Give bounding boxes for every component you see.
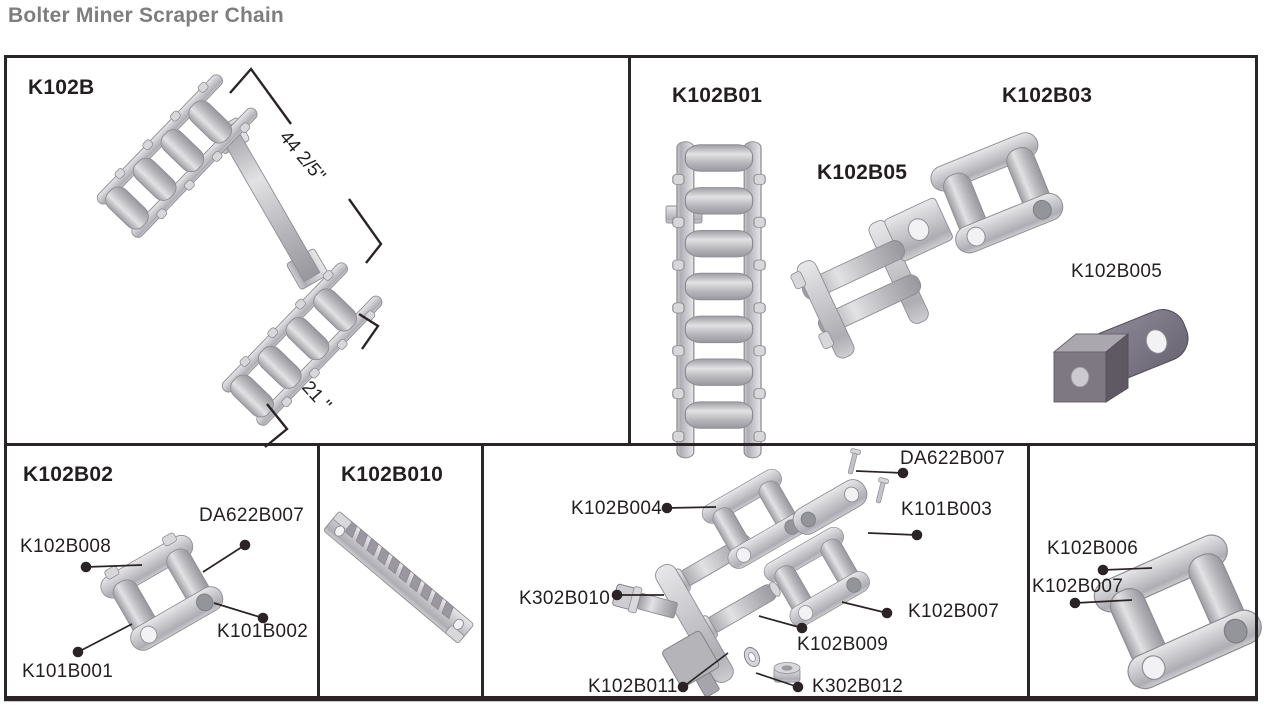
k102b010-bar-drawing: [324, 511, 474, 644]
label-k102b004: K102B004: [571, 498, 663, 519]
panel-title-k102b010: K102B010: [341, 463, 444, 486]
k102b05-connector-drawing: [790, 197, 953, 359]
label-k102b005: K102B005: [1071, 261, 1163, 282]
label-k302b012: K302B012: [812, 676, 904, 697]
label-detail-k102b007: K102B007: [1032, 576, 1124, 597]
label-k302b010: K302B010: [519, 588, 611, 609]
label-exploded-k102b007: K102B007: [908, 601, 1000, 622]
k102b005-bracket-drawing: [1052, 309, 1189, 403]
page-title: Bolter Miner Scraper Chain: [8, 4, 284, 27]
label-k101b003: K101B003: [901, 499, 993, 520]
washer-k102b011: [743, 646, 761, 668]
leader-lines: [1069, 564, 1153, 609]
label-k102b008: K102B008: [20, 536, 112, 557]
dimension-brackets: [229, 67, 383, 448]
panel-title-k102b03: K102B03: [1002, 84, 1093, 107]
label-k101b001: K101B001: [22, 661, 114, 682]
panel-title-k102b05: K102B05: [817, 161, 908, 184]
panel-grid: [4, 55, 1258, 702]
leader-lines: [611, 467, 923, 693]
k102b01-chain-drawing: [673, 142, 765, 458]
components-drawings: [665, 128, 1189, 458]
rivet-pin-2: [872, 476, 890, 505]
label-exploded-da622b007: DA622B007: [900, 448, 1006, 469]
pin-bracket-k102b009: [655, 534, 781, 698]
label-k102b006: K102B006: [1047, 538, 1139, 559]
panel-title-k102b02: K102B02: [23, 463, 114, 486]
side-plate-k101b003: [792, 479, 868, 535]
k102b-assembly-drawing: [93, 67, 387, 448]
nut-k302b012: [773, 662, 801, 683]
leader-lines: [72, 539, 269, 658]
panel-title-k102b01: K102B01: [672, 84, 763, 107]
exploded-view-drawing: [611, 447, 923, 698]
label-k102b011: K102B011: [588, 676, 678, 697]
panel-title-k102b: K102B: [28, 76, 95, 99]
label-da622b007: DA622B007: [199, 505, 305, 526]
label-k101b002: K101B002: [217, 621, 309, 642]
label-k102b009: K102B009: [797, 634, 889, 655]
link-detail-drawing: [1069, 529, 1264, 695]
k102b02-link-drawing: [72, 530, 269, 658]
